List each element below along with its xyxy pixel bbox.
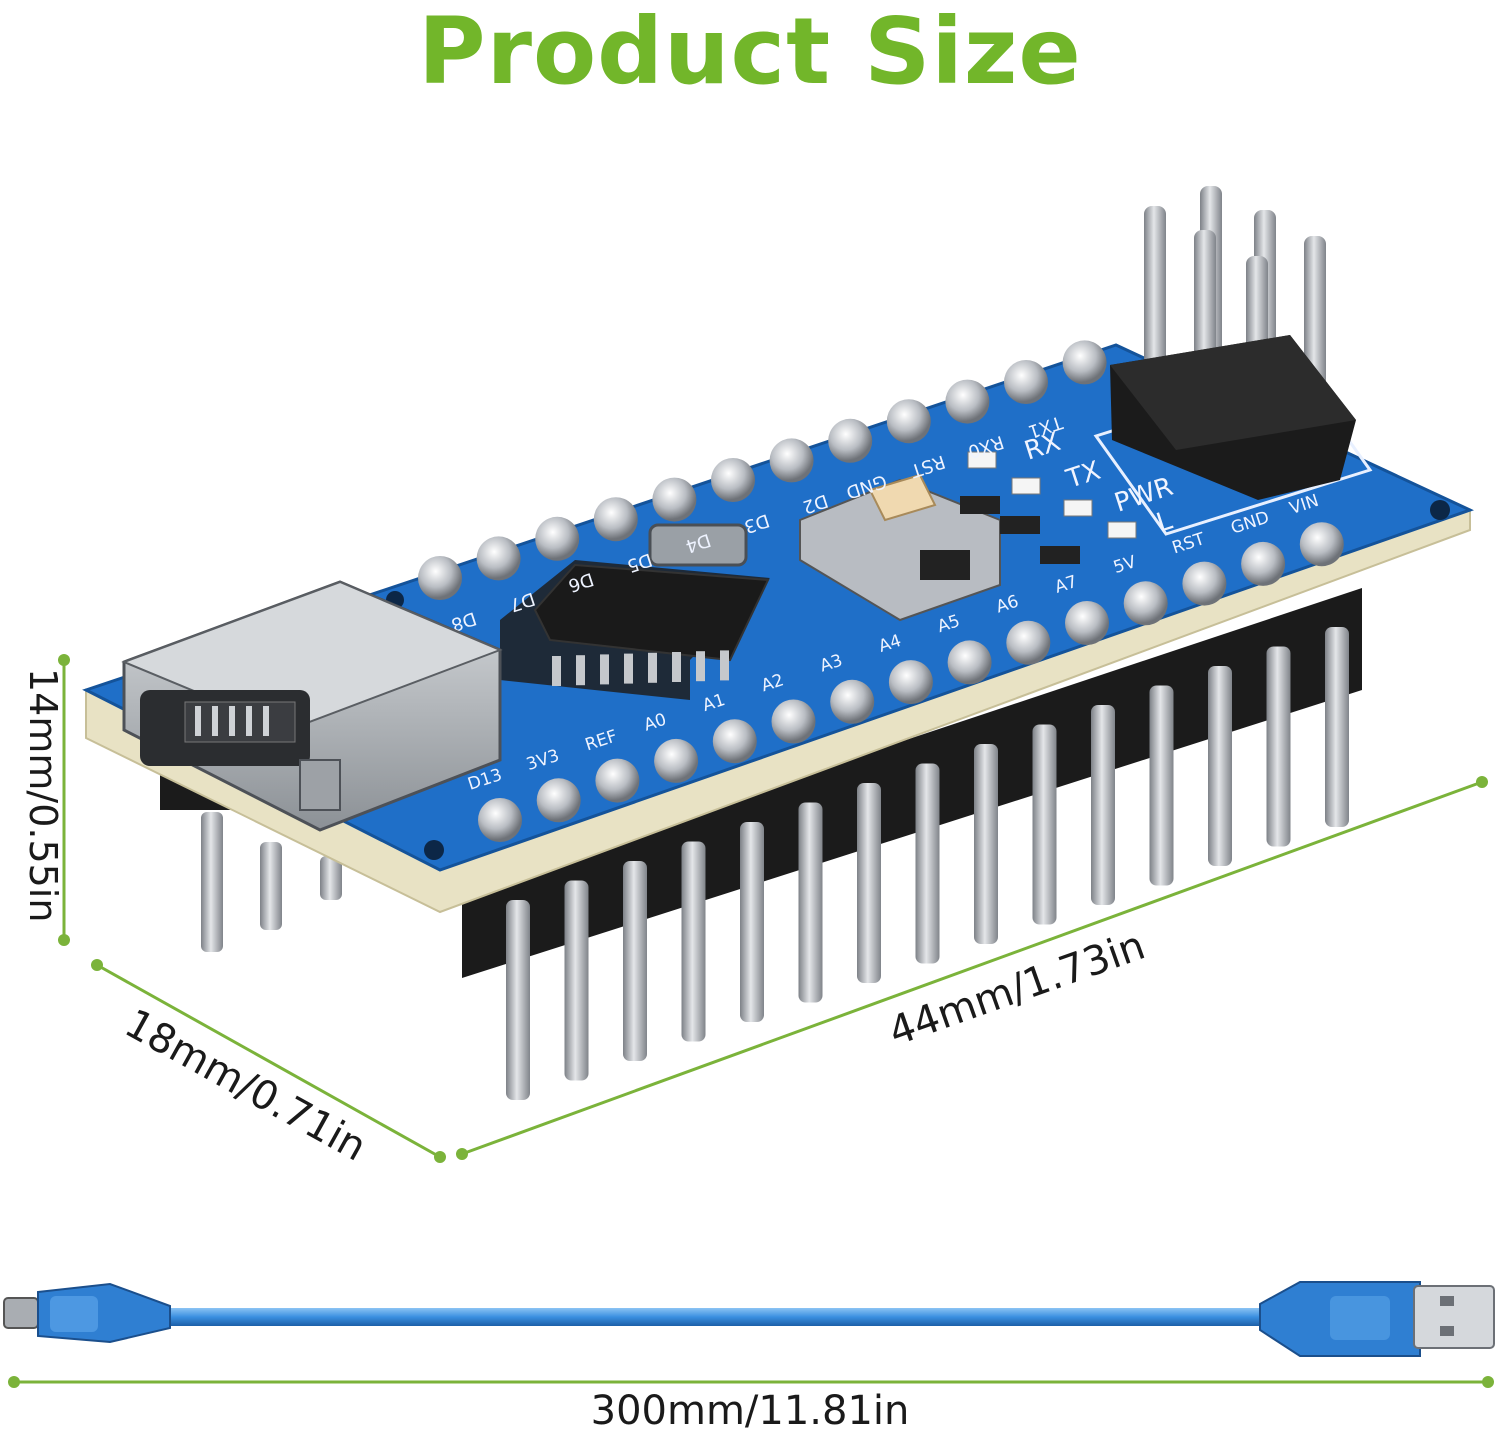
header-pin	[506, 900, 530, 1100]
bottom-header-strip	[462, 588, 1362, 1100]
cable-length-label: 300mm/11.81in	[591, 1388, 910, 1431]
height-label: 14mm/0.55in	[21, 668, 65, 922]
chip-leg	[648, 652, 657, 683]
header-pin	[1208, 666, 1232, 866]
solder-joint	[1299, 522, 1344, 567]
header-pin	[1032, 724, 1057, 925]
icsp-header	[1110, 186, 1356, 500]
solder-joint	[418, 556, 462, 600]
solder-joint	[1065, 601, 1109, 645]
chip-leg	[576, 655, 585, 686]
status-leds	[960, 451, 1137, 564]
header-pin	[1149, 685, 1174, 886]
header-pin	[915, 763, 940, 964]
solder-joint	[888, 660, 933, 705]
chip-leg	[624, 653, 633, 684]
header-pin	[974, 744, 998, 944]
chip-leg	[600, 654, 609, 685]
header-pin	[1091, 705, 1115, 905]
solder-joint	[1123, 581, 1168, 626]
usb-cable-icon	[3, 1281, 1495, 1357]
microcontroller-chip	[500, 560, 770, 700]
page-title: Product Size	[418, 0, 1082, 105]
solder-joint	[654, 738, 699, 783]
dimension-cable: 300mm/11.81in	[8, 1376, 1494, 1431]
header-pin	[857, 783, 881, 983]
solder-joint	[536, 778, 581, 823]
solder-joint	[1004, 360, 1048, 404]
header-pin	[1266, 646, 1291, 847]
mini-usb-port	[121, 580, 503, 832]
solder-joint	[945, 379, 990, 424]
solder-joint	[769, 438, 814, 483]
solder-joint	[1241, 541, 1286, 586]
header-pin	[1325, 627, 1349, 827]
solder-joint	[711, 458, 755, 502]
solder-joint	[886, 399, 931, 444]
header-pin	[740, 822, 764, 1022]
dimension-height: 14mm/0.55in	[21, 654, 70, 946]
header-pin	[564, 880, 589, 1081]
solder-joint	[830, 679, 875, 724]
chip-leg	[552, 656, 561, 686]
header-pin	[681, 841, 706, 1042]
solder-joint	[1182, 561, 1227, 606]
solder-joint	[478, 798, 522, 842]
solder-joint	[593, 497, 638, 542]
solder-joint	[1062, 340, 1107, 385]
dimension-width: 18mm/0.71in	[91, 959, 446, 1171]
solder-joint	[476, 536, 521, 581]
solder-joint	[947, 640, 992, 685]
header-pin	[623, 861, 647, 1061]
crystal	[648, 523, 748, 567]
solder-joint	[535, 516, 580, 561]
solder-joint	[652, 477, 697, 522]
width-label: 18mm/0.71in	[117, 1001, 374, 1171]
header-pin	[798, 802, 823, 1003]
chip-leg	[672, 652, 681, 682]
chip-leg	[696, 651, 705, 682]
solder-joint	[595, 758, 640, 803]
solder-joint	[712, 719, 757, 764]
reset-button	[799, 473, 1001, 622]
solder-joint	[828, 418, 873, 463]
solder-joint	[1006, 620, 1051, 665]
solder-joint	[771, 699, 816, 744]
chip-leg	[720, 650, 729, 681]
